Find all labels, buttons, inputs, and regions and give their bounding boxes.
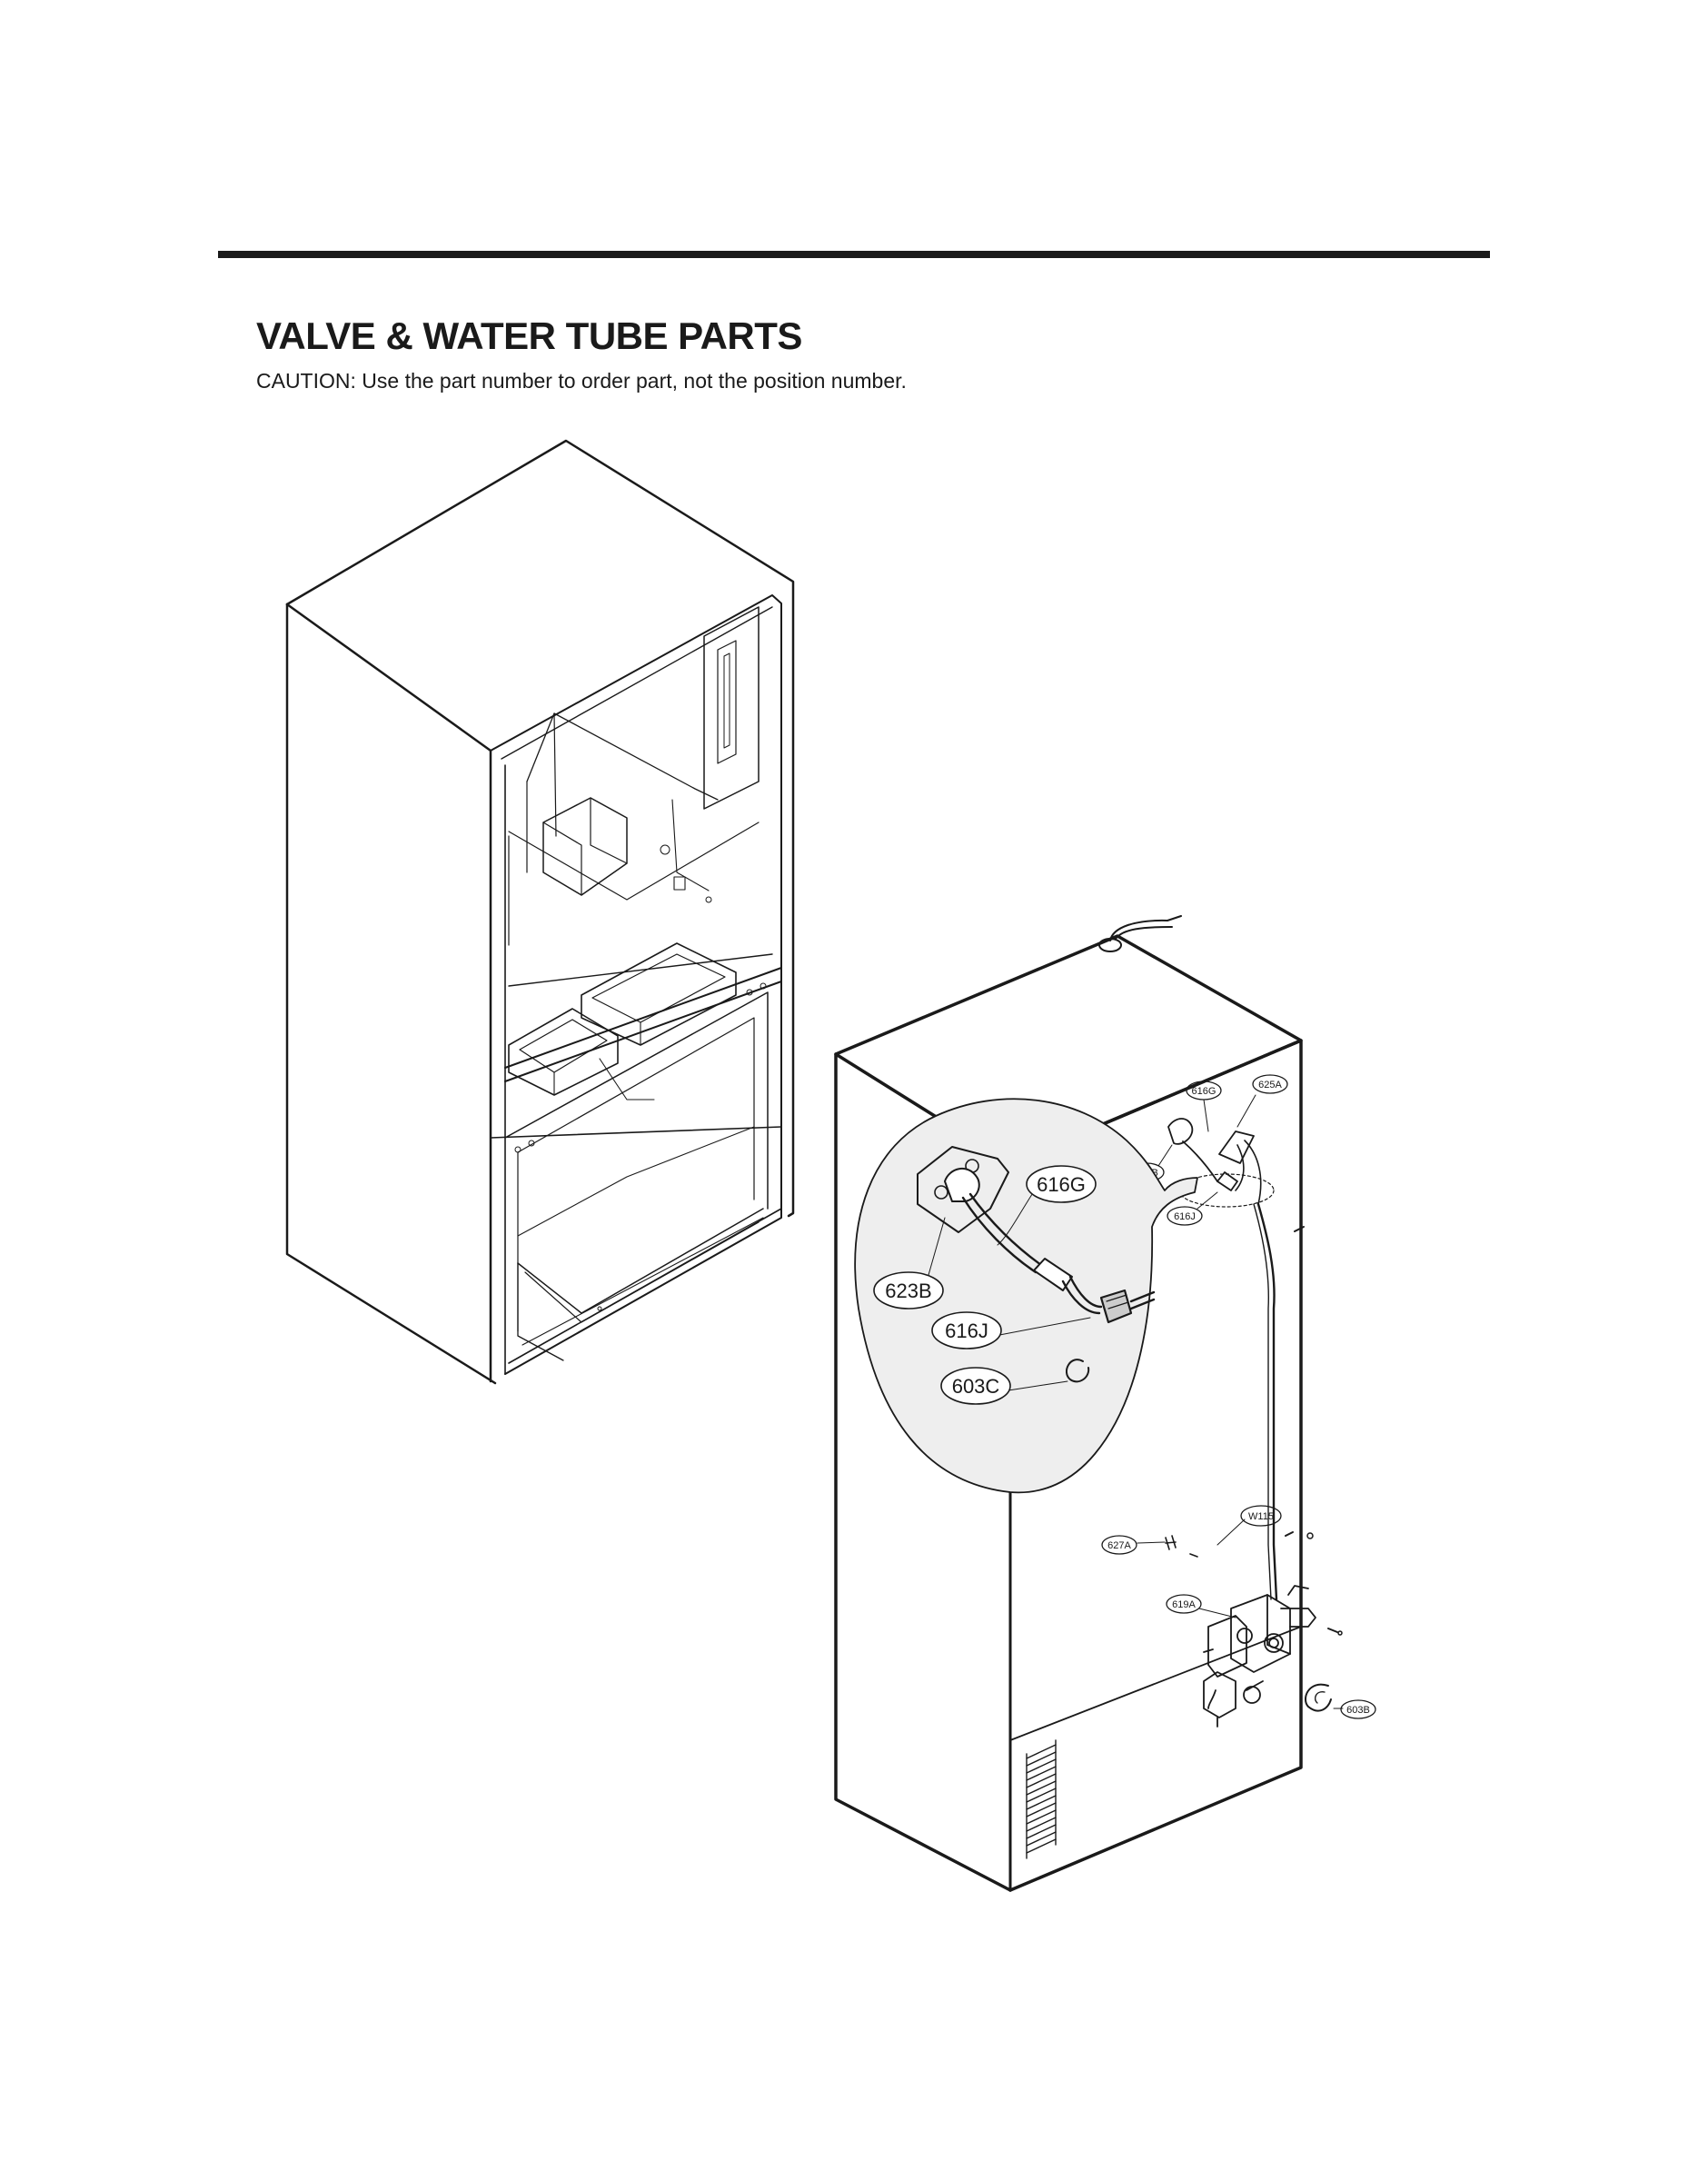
callout-W115	[1240, 1505, 1282, 1527]
front-refrigerator-cabinet	[285, 439, 795, 1385]
label-616G-big: 616G	[1037, 1173, 1086, 1196]
callout-619A	[1166, 1594, 1202, 1614]
caution-note: CAUTION: Use the part number to order pa…	[256, 369, 907, 393]
label-603B: 603B	[1346, 1705, 1370, 1716]
water-valve-assembly	[1203, 1585, 1316, 1728]
callout-625A	[1252, 1074, 1288, 1094]
page-title: VALVE & WATER TUBE PARTS	[256, 314, 802, 357]
label-616G-small: 616G	[1192, 1086, 1216, 1097]
callout-616G-small	[1186, 1081, 1222, 1100]
callout-627A	[1101, 1535, 1137, 1555]
rear-vent-grille	[1026, 1739, 1057, 1859]
header-rule	[218, 251, 1490, 258]
label-619A: 619A	[1172, 1599, 1196, 1610]
callout-603B	[1340, 1699, 1376, 1719]
callout-616G-big	[1026, 1165, 1097, 1203]
label-603C-big: 603C	[952, 1375, 1000, 1398]
callout-603C-big	[940, 1367, 1011, 1405]
callout-616J-big	[931, 1311, 1002, 1349]
callout-623B-big	[873, 1271, 944, 1310]
label-616J-big: 616J	[945, 1320, 988, 1342]
label-W115: W115	[1248, 1511, 1274, 1522]
label-616J-small: 616J	[1174, 1211, 1196, 1222]
label-627A: 627A	[1107, 1540, 1131, 1551]
label-623B-big: 623B	[885, 1280, 931, 1302]
detail-magnifier-bubble: 616G 623B 616J 603C	[854, 1098, 1198, 1494]
label-625A: 625A	[1258, 1080, 1282, 1090]
callout-616J-small	[1167, 1206, 1203, 1226]
